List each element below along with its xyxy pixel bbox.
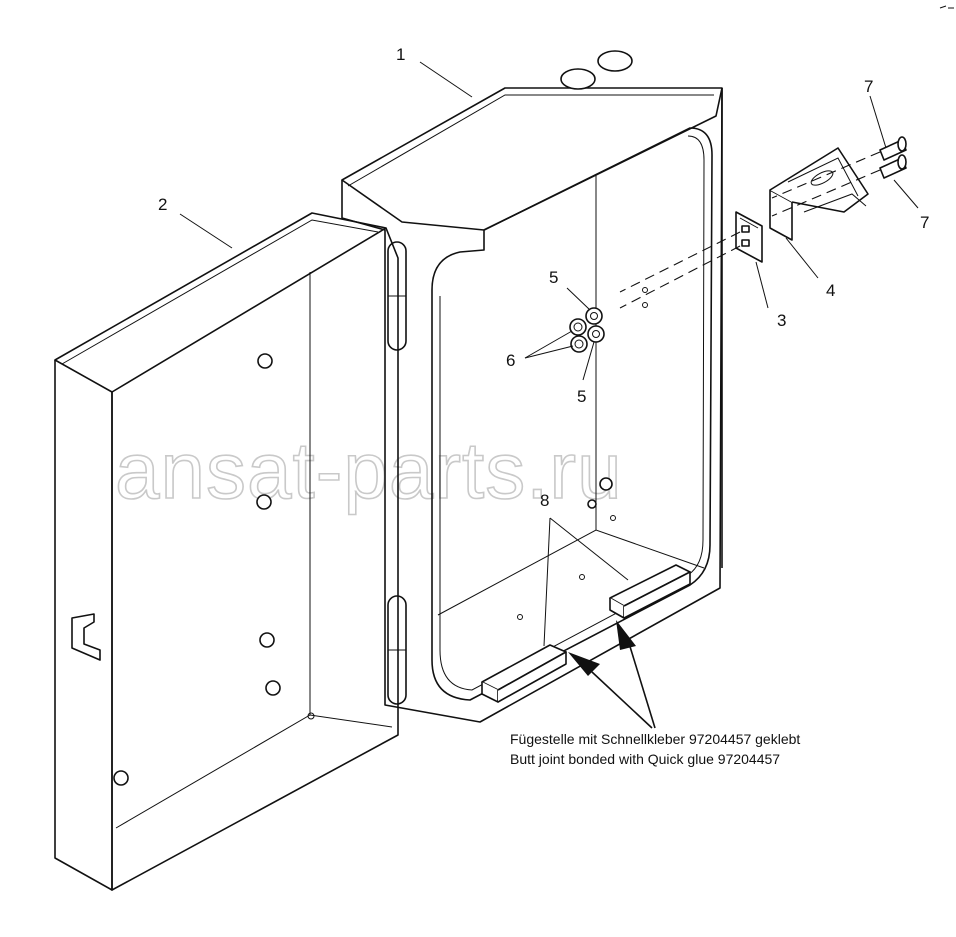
- callout-5-bottom: 5: [577, 387, 586, 406]
- bonded-strip-left: [481, 644, 567, 703]
- washers-nuts: [569, 307, 605, 353]
- callout-8: 8: [540, 491, 549, 510]
- hinge-lower: [387, 595, 407, 705]
- callout-5-top: 5: [549, 268, 558, 287]
- leader-lines: [179, 61, 919, 647]
- note-line-german: Fügestelle mit Schnellkleber 97204457 ge…: [510, 731, 800, 747]
- watermark-text: ansat-parts.ru: [115, 426, 623, 515]
- cable-hole-left: [560, 68, 596, 90]
- nut-door-1: [257, 353, 273, 369]
- door-panel: [54, 212, 399, 891]
- callout-3: 3: [777, 311, 786, 330]
- callout-4: 4: [826, 281, 835, 300]
- hinge-upper: [387, 241, 407, 351]
- callout-6: 6: [506, 351, 515, 370]
- note-line-english: Butt joint bonded with Quick glue 972044…: [510, 751, 780, 767]
- housing-box: [341, 50, 723, 723]
- arrows: [568, 620, 656, 729]
- callout-7-bottom: 7: [920, 213, 929, 232]
- corner-mark: [939, 5, 954, 9]
- callout-7-top: 7: [864, 77, 873, 96]
- hasp-plate: [735, 211, 763, 263]
- hasp-bracket: [769, 147, 869, 241]
- bonded-strip-right: [609, 564, 691, 619]
- door-latch: [71, 613, 101, 661]
- callout-1: 1: [396, 45, 405, 64]
- nut-door-2: [256, 494, 272, 510]
- screws-pair: [879, 136, 907, 179]
- nut-door-5: [113, 770, 129, 786]
- nut-door-4: [265, 680, 281, 696]
- nut-door-3: [259, 632, 275, 648]
- callout-2: 2: [158, 195, 167, 214]
- cable-hole-right: [597, 50, 633, 72]
